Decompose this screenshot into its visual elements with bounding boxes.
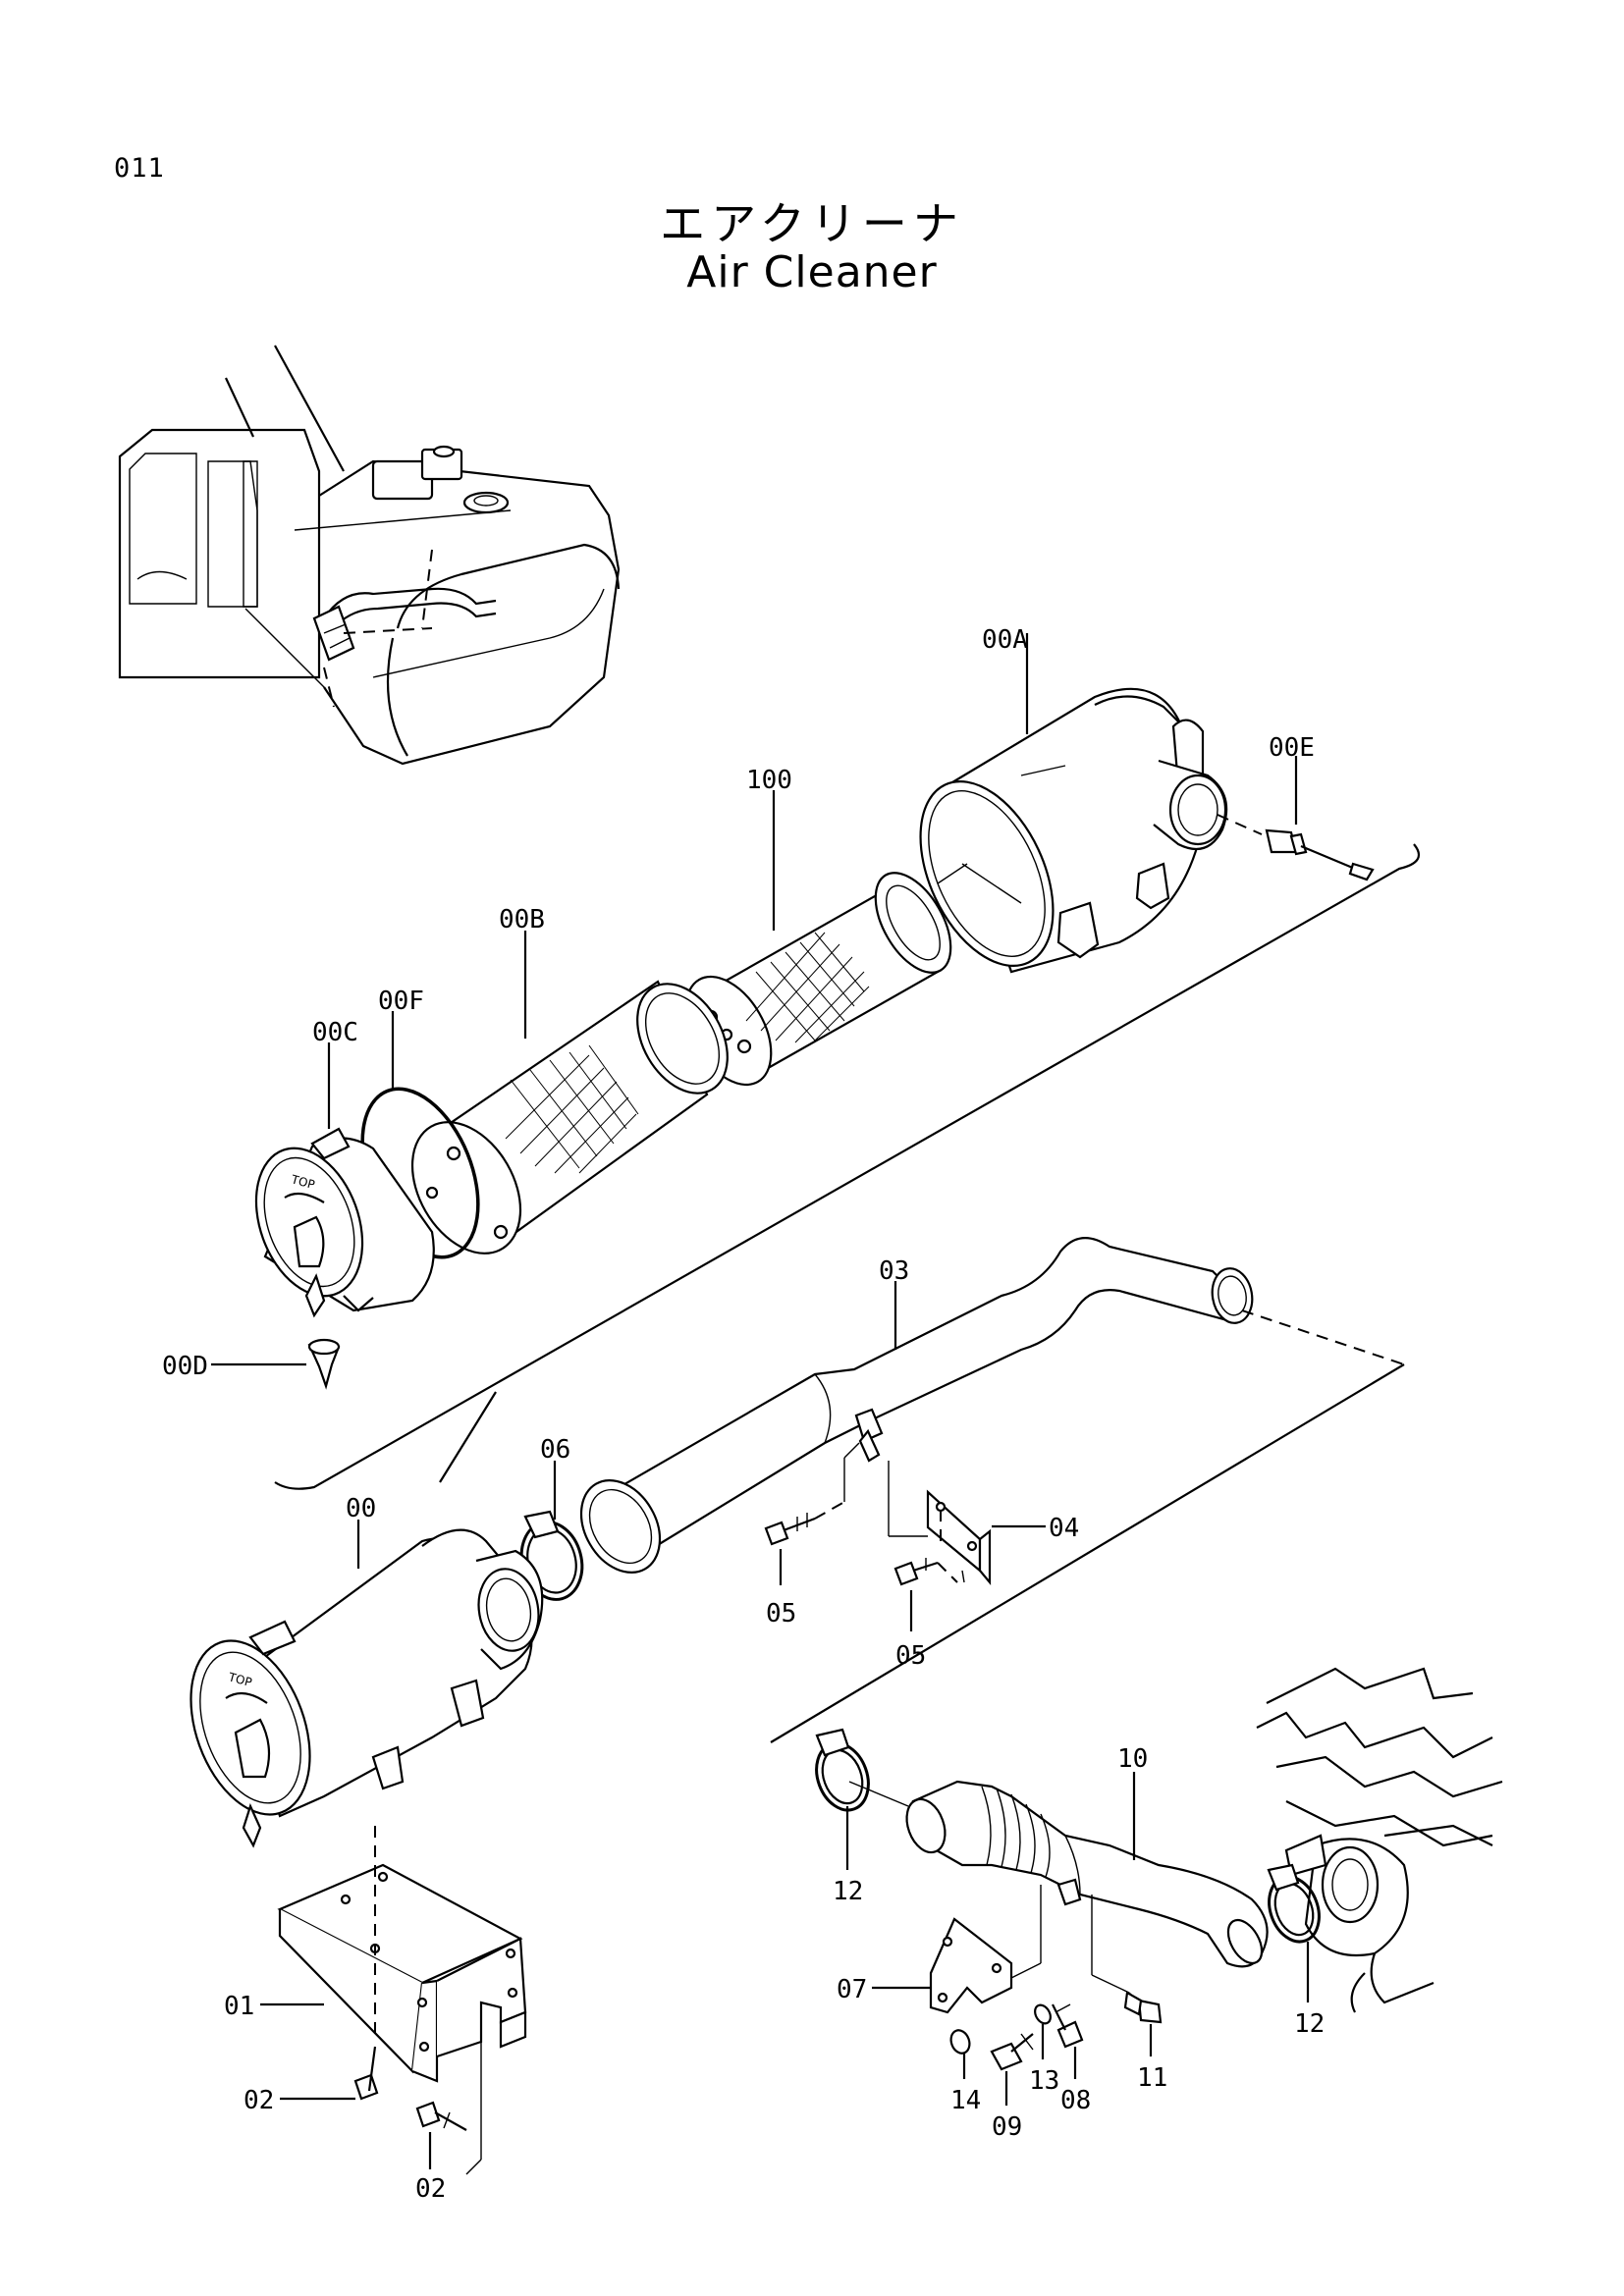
part-05-bolts <box>764 1442 958 1586</box>
part-label-08: 08 <box>1060 2086 1091 2115</box>
part-03-hose <box>579 1237 1405 1743</box>
part-label-10: 10 <box>1117 1744 1148 1774</box>
part-label-06: 06 <box>540 1435 570 1465</box>
part-label-09: 09 <box>992 2112 1022 2142</box>
part-label-05-left: 05 <box>766 1599 796 1629</box>
part-00A-housing <box>919 687 1228 974</box>
page-title-japanese: エアクリーナ <box>660 197 964 250</box>
part-08-bolt <box>1052 2003 1084 2049</box>
part-label-100: 100 <box>746 766 792 795</box>
part-label-02-right: 02 <box>415 2174 446 2204</box>
part-label-00B: 00B <box>499 905 545 934</box>
excavator-thumbnail <box>118 345 621 766</box>
top-marking-assembly: TOP <box>226 1670 253 1689</box>
part-label-01: 01 <box>224 1992 254 2021</box>
part-label-12-right: 12 <box>1294 2009 1325 2039</box>
part-02-bolts <box>353 2046 467 2131</box>
engine-turbocharger <box>1256 1667 1503 2013</box>
part-00C-cover: TOP <box>254 1127 435 1318</box>
part-label-00C: 00C <box>312 1018 358 1047</box>
top-marking: TOP <box>289 1172 316 1192</box>
part-label-12-left: 12 <box>833 1877 863 1906</box>
part-10-pipe <box>848 1780 1269 1968</box>
part-14-washer <box>949 2029 971 2055</box>
part-label-00F: 00F <box>378 987 424 1016</box>
part-00D-valve <box>307 1338 341 1390</box>
part-label-14: 14 <box>950 2086 981 2115</box>
assembly-boundary-line <box>274 843 1421 1490</box>
part-13-washer <box>1034 2003 1052 2025</box>
part-label-02-left: 02 <box>244 2086 274 2115</box>
part-00-air-cleaner-assembly: TOP <box>189 1528 544 1848</box>
part-label-11: 11 <box>1137 2063 1167 2093</box>
part-00B-outer-element <box>410 980 729 1255</box>
part-label-04: 04 <box>1049 1514 1079 1543</box>
part-11-bolt <box>1123 1991 1163 2024</box>
part-labels: 00A 00E 100 00B 00F 00C 00D 03 06 00 04 … <box>162 625 1325 2204</box>
part-label-00A: 00A <box>982 625 1028 655</box>
part-label-00E: 00E <box>1269 733 1315 763</box>
part-label-07: 07 <box>837 1975 867 2004</box>
page-title-english: Air Cleaner <box>686 247 938 297</box>
part-01-mounting-bracket <box>277 1826 527 2175</box>
part-label-00D: 00D <box>162 1352 208 1381</box>
part-label-00: 00 <box>346 1494 376 1523</box>
part-label-03: 03 <box>879 1256 909 1286</box>
part-label-05-right: 05 <box>895 1641 926 1671</box>
part-label-13: 13 <box>1029 2066 1059 2096</box>
part-12-clamps <box>815 1728 1321 1944</box>
part-00E-sensor <box>1217 814 1375 881</box>
part-07-bracket <box>929 1885 1130 2014</box>
page-number: 011 <box>114 153 165 184</box>
part-100-inner-element <box>684 863 968 1087</box>
part-04-bracket <box>926 1489 992 1586</box>
part-09-bolt <box>990 2033 1034 2071</box>
